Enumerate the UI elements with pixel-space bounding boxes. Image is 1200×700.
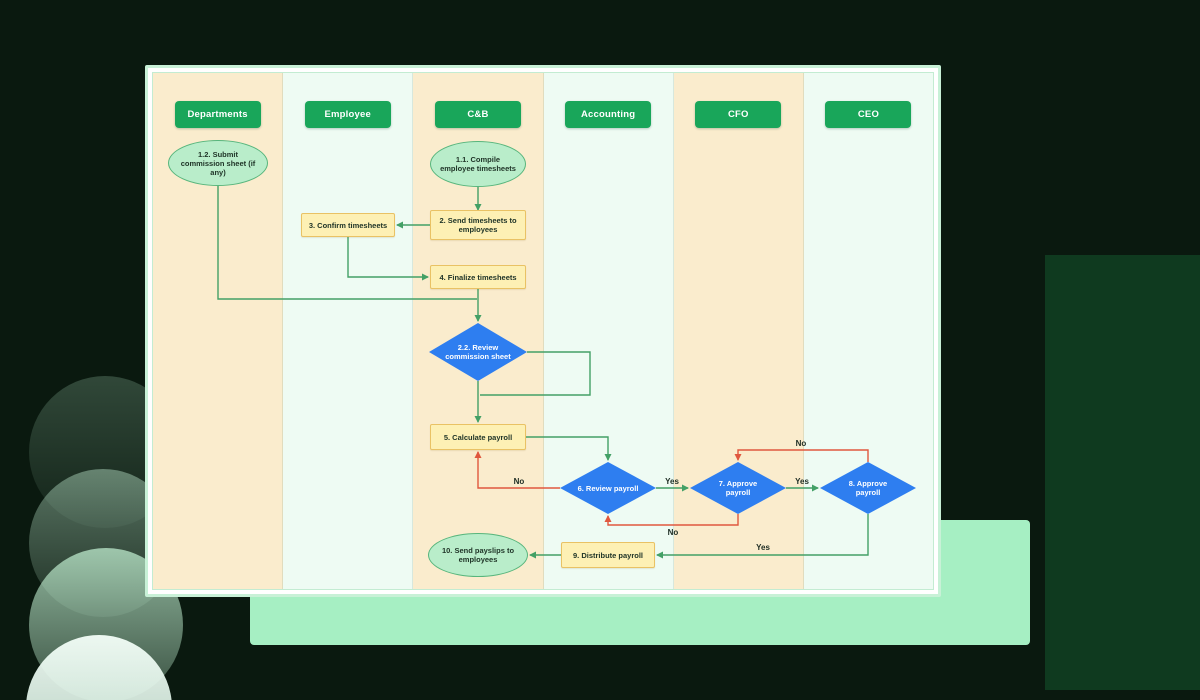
swimlane-employee: Employee <box>283 73 414 589</box>
flow-node-label: 7. Approve payroll <box>718 479 758 497</box>
flow-node-finalize-timesheets[interactable]: 4. Finalize timesheets <box>430 265 526 289</box>
decor-rect-dark-green <box>1045 255 1200 690</box>
flow-node-send-timesheets[interactable]: 2. Send timesheets to employees <box>430 210 526 240</box>
lane-header-cfo[interactable]: CFO <box>695 101 782 128</box>
flow-node-calculate-payroll[interactable]: 5. Calculate payroll <box>430 424 526 450</box>
lane-header-ceo[interactable]: CEO <box>825 101 912 128</box>
flow-node-label: 6. Review payroll <box>577 483 639 493</box>
swimlanes: Departments Employee C&B Accounting CFO CEO <box>153 73 934 589</box>
flow-node-label: 10. Send payslips to employees <box>441 546 515 564</box>
flow-node-label: 5. Calculate payroll <box>443 432 513 442</box>
lane-header-accounting[interactable]: Accounting <box>565 101 652 128</box>
flow-node-label: 2. Send timesheets to employees <box>439 216 517 234</box>
lane-header-employee[interactable]: Employee <box>304 101 391 128</box>
flow-node-label: 8. Approve payroll <box>848 479 888 497</box>
flow-node-label: 4. Finalize timesheets <box>439 272 517 282</box>
flow-node-label: 9. Distribute payroll <box>572 550 644 560</box>
lane-header-c-b[interactable]: C&B <box>434 101 521 128</box>
flow-node-distribute-payroll[interactable]: 9. Distribute payroll <box>561 542 655 568</box>
flow-node-submit-commission-sheet[interactable]: 1.2. Submit commission sheet (if any) <box>168 140 268 186</box>
flow-node-label: 3. Confirm timesheets <box>308 220 388 230</box>
flow-node-label: 1.2. Submit commission sheet (if any) <box>180 149 256 177</box>
flow-node-label: 2.2. Review commission sheet <box>445 343 511 361</box>
flow-node-label: 1.1. Compile employee timesheets <box>440 155 516 173</box>
flow-node-confirm-timesheets[interactable]: 3. Confirm timesheets <box>301 213 395 237</box>
flow-node-send-payslips[interactable]: 10. Send payslips to employees <box>428 533 528 577</box>
lane-header-departments[interactable]: Departments <box>174 101 261 128</box>
flow-node-compile-employee-timesheets[interactable]: 1.1. Compile employee timesheets <box>430 141 526 187</box>
